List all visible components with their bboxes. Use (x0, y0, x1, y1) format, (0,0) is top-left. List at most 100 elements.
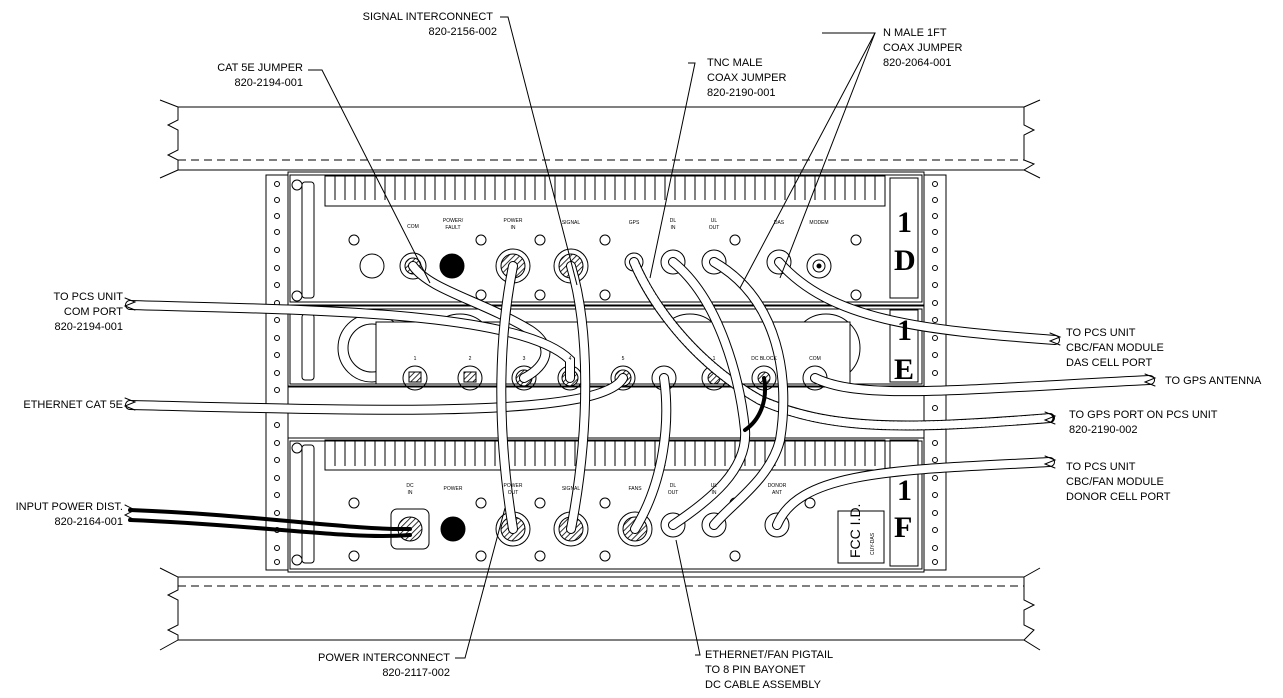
rail-holes-left (274, 181, 280, 565)
donor-ant-port-1f (764, 512, 790, 538)
unit-1d-letter-1: 1 (897, 206, 912, 239)
e-port-3 (511, 365, 537, 391)
svg-text:IN: IN (408, 490, 413, 496)
svg-text:ANT: ANT (772, 490, 782, 496)
dl-out-port-1f (660, 512, 686, 538)
svg-text:SIGNAL: SIGNAL (562, 486, 581, 492)
tnc-male-sub: COAX JUMPER (707, 72, 787, 84)
bottom-shelf (159, 567, 1041, 651)
dual-line-cables (125, 257, 1155, 538)
e-port-5 (610, 365, 636, 391)
n-male-label: N MALE 1FT (883, 27, 947, 39)
svg-text:2: 2 (469, 356, 472, 362)
unit-1e-letter-1: 1 (897, 314, 912, 347)
svg-text:MODEM: MODEM (809, 220, 828, 226)
unit-1d-letter-2: D (894, 244, 916, 277)
e-port-1 (402, 365, 428, 391)
n-male-sub: COAX JUMPER (883, 42, 963, 54)
svg-text:POWER: POWER (444, 486, 463, 492)
svg-text:1: 1 (414, 356, 417, 362)
modem-port-1d (806, 253, 832, 279)
fans-port-1f (617, 511, 653, 547)
unit-1e (287, 305, 925, 391)
com-port-1d (399, 252, 427, 280)
svg-text:POWER/: POWER/ (443, 218, 464, 224)
ethernet-fan-sub2: DC CABLE ASSEMBLY (705, 679, 822, 691)
fcc-id-label: FCC I.D. (847, 504, 863, 558)
svg-text:GPS: GPS (629, 220, 640, 226)
pcs-donor-sub: CBC/FAN MODULE (1066, 476, 1164, 488)
svg-text:FANS: FANS (628, 486, 642, 492)
ethernet-fan-sub: TO 8 PIN BAYONET (705, 664, 806, 676)
pcs-com-sub: COM PORT (64, 306, 123, 318)
port-labels: COM POWER/ FAULT POWER IN SIGNAL GPS DL … (406, 218, 828, 496)
unit-letters: 1 D 1 E 1 F (894, 206, 916, 544)
das-port-1d (766, 249, 792, 275)
svg-text:IN: IN (671, 225, 676, 231)
svg-text:UL: UL (711, 218, 718, 224)
ul-out-port-1d (701, 249, 727, 275)
ethernet-cat5e-label: ETHERNET CAT 5E (23, 399, 123, 411)
svg-text:DL: DL (670, 218, 677, 224)
rack-rails (265, 174, 947, 571)
top-shelf (159, 99, 1041, 179)
e-port-2 (457, 365, 483, 391)
svg-text:DAS: DAS (774, 220, 785, 226)
pcs-das-label: TO PCS UNIT (1066, 327, 1136, 339)
svg-text:OUT: OUT (508, 490, 519, 496)
tnc-male-pn: 820-2190-001 (707, 87, 776, 99)
cat5e-jumper-pn: 820-2194-001 (234, 77, 303, 89)
cables (123, 257, 1157, 538)
svg-text:SIGNAL: SIGNAL (562, 220, 581, 226)
power-interconnect-label: POWER INTERCONNECT (318, 652, 450, 664)
fcc-id-sub: CUY-DAS (870, 532, 876, 555)
gps-port-pn: 820-2190-002 (1069, 424, 1138, 436)
pcs-das-sub: CBC/FAN MODULE (1066, 342, 1164, 354)
fcc-id: FCC I.D. CUY-DAS (847, 504, 876, 558)
power-fault-indicator (439, 253, 465, 279)
svg-text:3: 3 (523, 356, 526, 362)
svg-text:DL: DL (670, 483, 677, 489)
pcs-com-pn: 820-2194-001 (54, 321, 123, 333)
unit-1e-letter-2: E (894, 353, 914, 386)
dl-in-port-1d (660, 249, 686, 275)
svg-text:FAULT: FAULT (445, 225, 460, 231)
svg-text:DC: DC (406, 483, 414, 489)
svg-text:1: 1 (713, 356, 716, 362)
svg-text:DONOR: DONOR (768, 483, 787, 489)
rail-holes-right (932, 181, 938, 565)
svg-text:COM: COM (407, 224, 419, 230)
ethernet-fan-label: ETHERNET/FAN PIGTAIL (705, 649, 833, 661)
blank-port-1d (359, 253, 385, 279)
input-power-pn: 820-2164-001 (54, 516, 123, 528)
gps-antenna-label: TO GPS ANTENNA (1165, 375, 1262, 387)
svg-text:OUT: OUT (668, 490, 679, 496)
svg-text:OUT: OUT (709, 225, 720, 231)
cat5e-jumper-label: CAT 5E JUMPER (217, 62, 303, 74)
leader-lines (308, 16, 876, 659)
callout-labels: SIGNAL INTERCONNECT 820-2156-002 CAT 5E … (16, 11, 1262, 691)
svg-text:DC BLOCK: DC BLOCK (751, 356, 777, 362)
fcc-id-box (837, 510, 885, 564)
unit-1f-letter-2: F (894, 511, 912, 544)
pcs-das-port: DAS CELL PORT (1066, 357, 1152, 369)
gps-port-label: TO GPS PORT ON PCS UNIT (1069, 409, 1218, 421)
ul-in-port-1f (701, 512, 727, 538)
svg-text:UL: UL (711, 483, 718, 489)
svg-text:IN: IN (712, 490, 717, 496)
signal-interconnect-pn: 820-2156-002 (428, 26, 497, 38)
heatsink-fins-1d (324, 175, 886, 207)
power-indicator-1f (440, 516, 466, 542)
svg-text:POWER: POWER (504, 483, 523, 489)
svg-text:COM: COM (809, 356, 821, 362)
svg-text:5: 5 (622, 356, 625, 362)
pcs-donor-port: DONOR CELL PORT (1066, 491, 1171, 503)
pcs-donor-label: TO PCS UNIT (1066, 461, 1136, 473)
svg-text:POWER: POWER (504, 218, 523, 224)
pcs-com-label: TO PCS UNIT (54, 291, 124, 303)
heatsink-fins-1f (324, 439, 886, 471)
unit-1f-letter-1: 1 (897, 474, 912, 507)
svg-text:IN: IN (511, 225, 516, 231)
tnc-male-label: TNC MALE (707, 57, 763, 69)
